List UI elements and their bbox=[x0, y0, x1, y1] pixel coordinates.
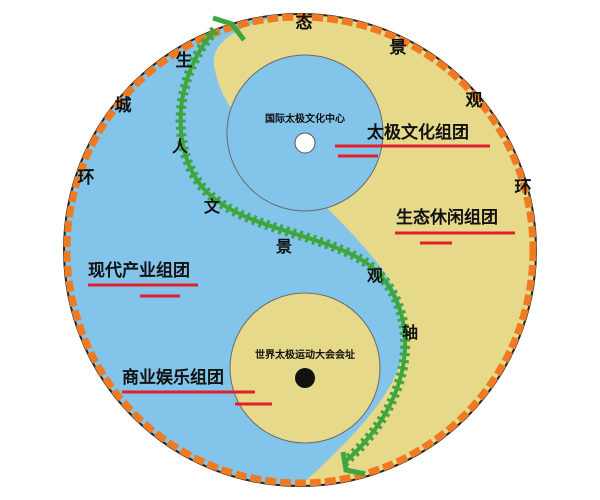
bottom-center-label: 世界太极运动大会会址 bbox=[255, 348, 355, 361]
ring-char-5: 生 bbox=[176, 50, 193, 71]
axis-char-1: 人 bbox=[172, 137, 189, 156]
green-axis-ticks bbox=[175, 26, 410, 466]
ring-char-7: 环 bbox=[78, 168, 95, 188]
zone-taiji-culture: 太极文化组团 bbox=[367, 122, 469, 143]
axis-char-4: 观 bbox=[367, 266, 383, 285]
axis-arrow-top-icon bbox=[212, 15, 246, 42]
ring-char-6: 城 bbox=[115, 96, 132, 116]
red-underlines bbox=[88, 144, 515, 406]
bottom-center-dot bbox=[295, 368, 315, 388]
top-center-label: 国际太极文化中心 bbox=[265, 112, 345, 125]
ring-char-3: 观 bbox=[465, 91, 483, 111]
zone-modern-industry: 现代产业组团 bbox=[88, 260, 190, 281]
outer-ring-dashes bbox=[63, 13, 537, 487]
ring-char-1: 态 bbox=[296, 12, 313, 33]
ring-char-4: 环 bbox=[515, 178, 532, 198]
zone-eco-leisure: 生态休闲组团 bbox=[396, 207, 498, 228]
axis-char-2: 文 bbox=[204, 197, 221, 216]
axis-arrow-bottom-icon bbox=[340, 451, 366, 477]
ring-char-2: 景 bbox=[390, 38, 407, 58]
zone-commerce-entertainment: 商业娱乐组团 bbox=[122, 367, 224, 388]
axis-char-5: 轴 bbox=[402, 323, 418, 342]
top-center-dot bbox=[294, 132, 316, 154]
axis-char-3: 景 bbox=[276, 237, 292, 256]
